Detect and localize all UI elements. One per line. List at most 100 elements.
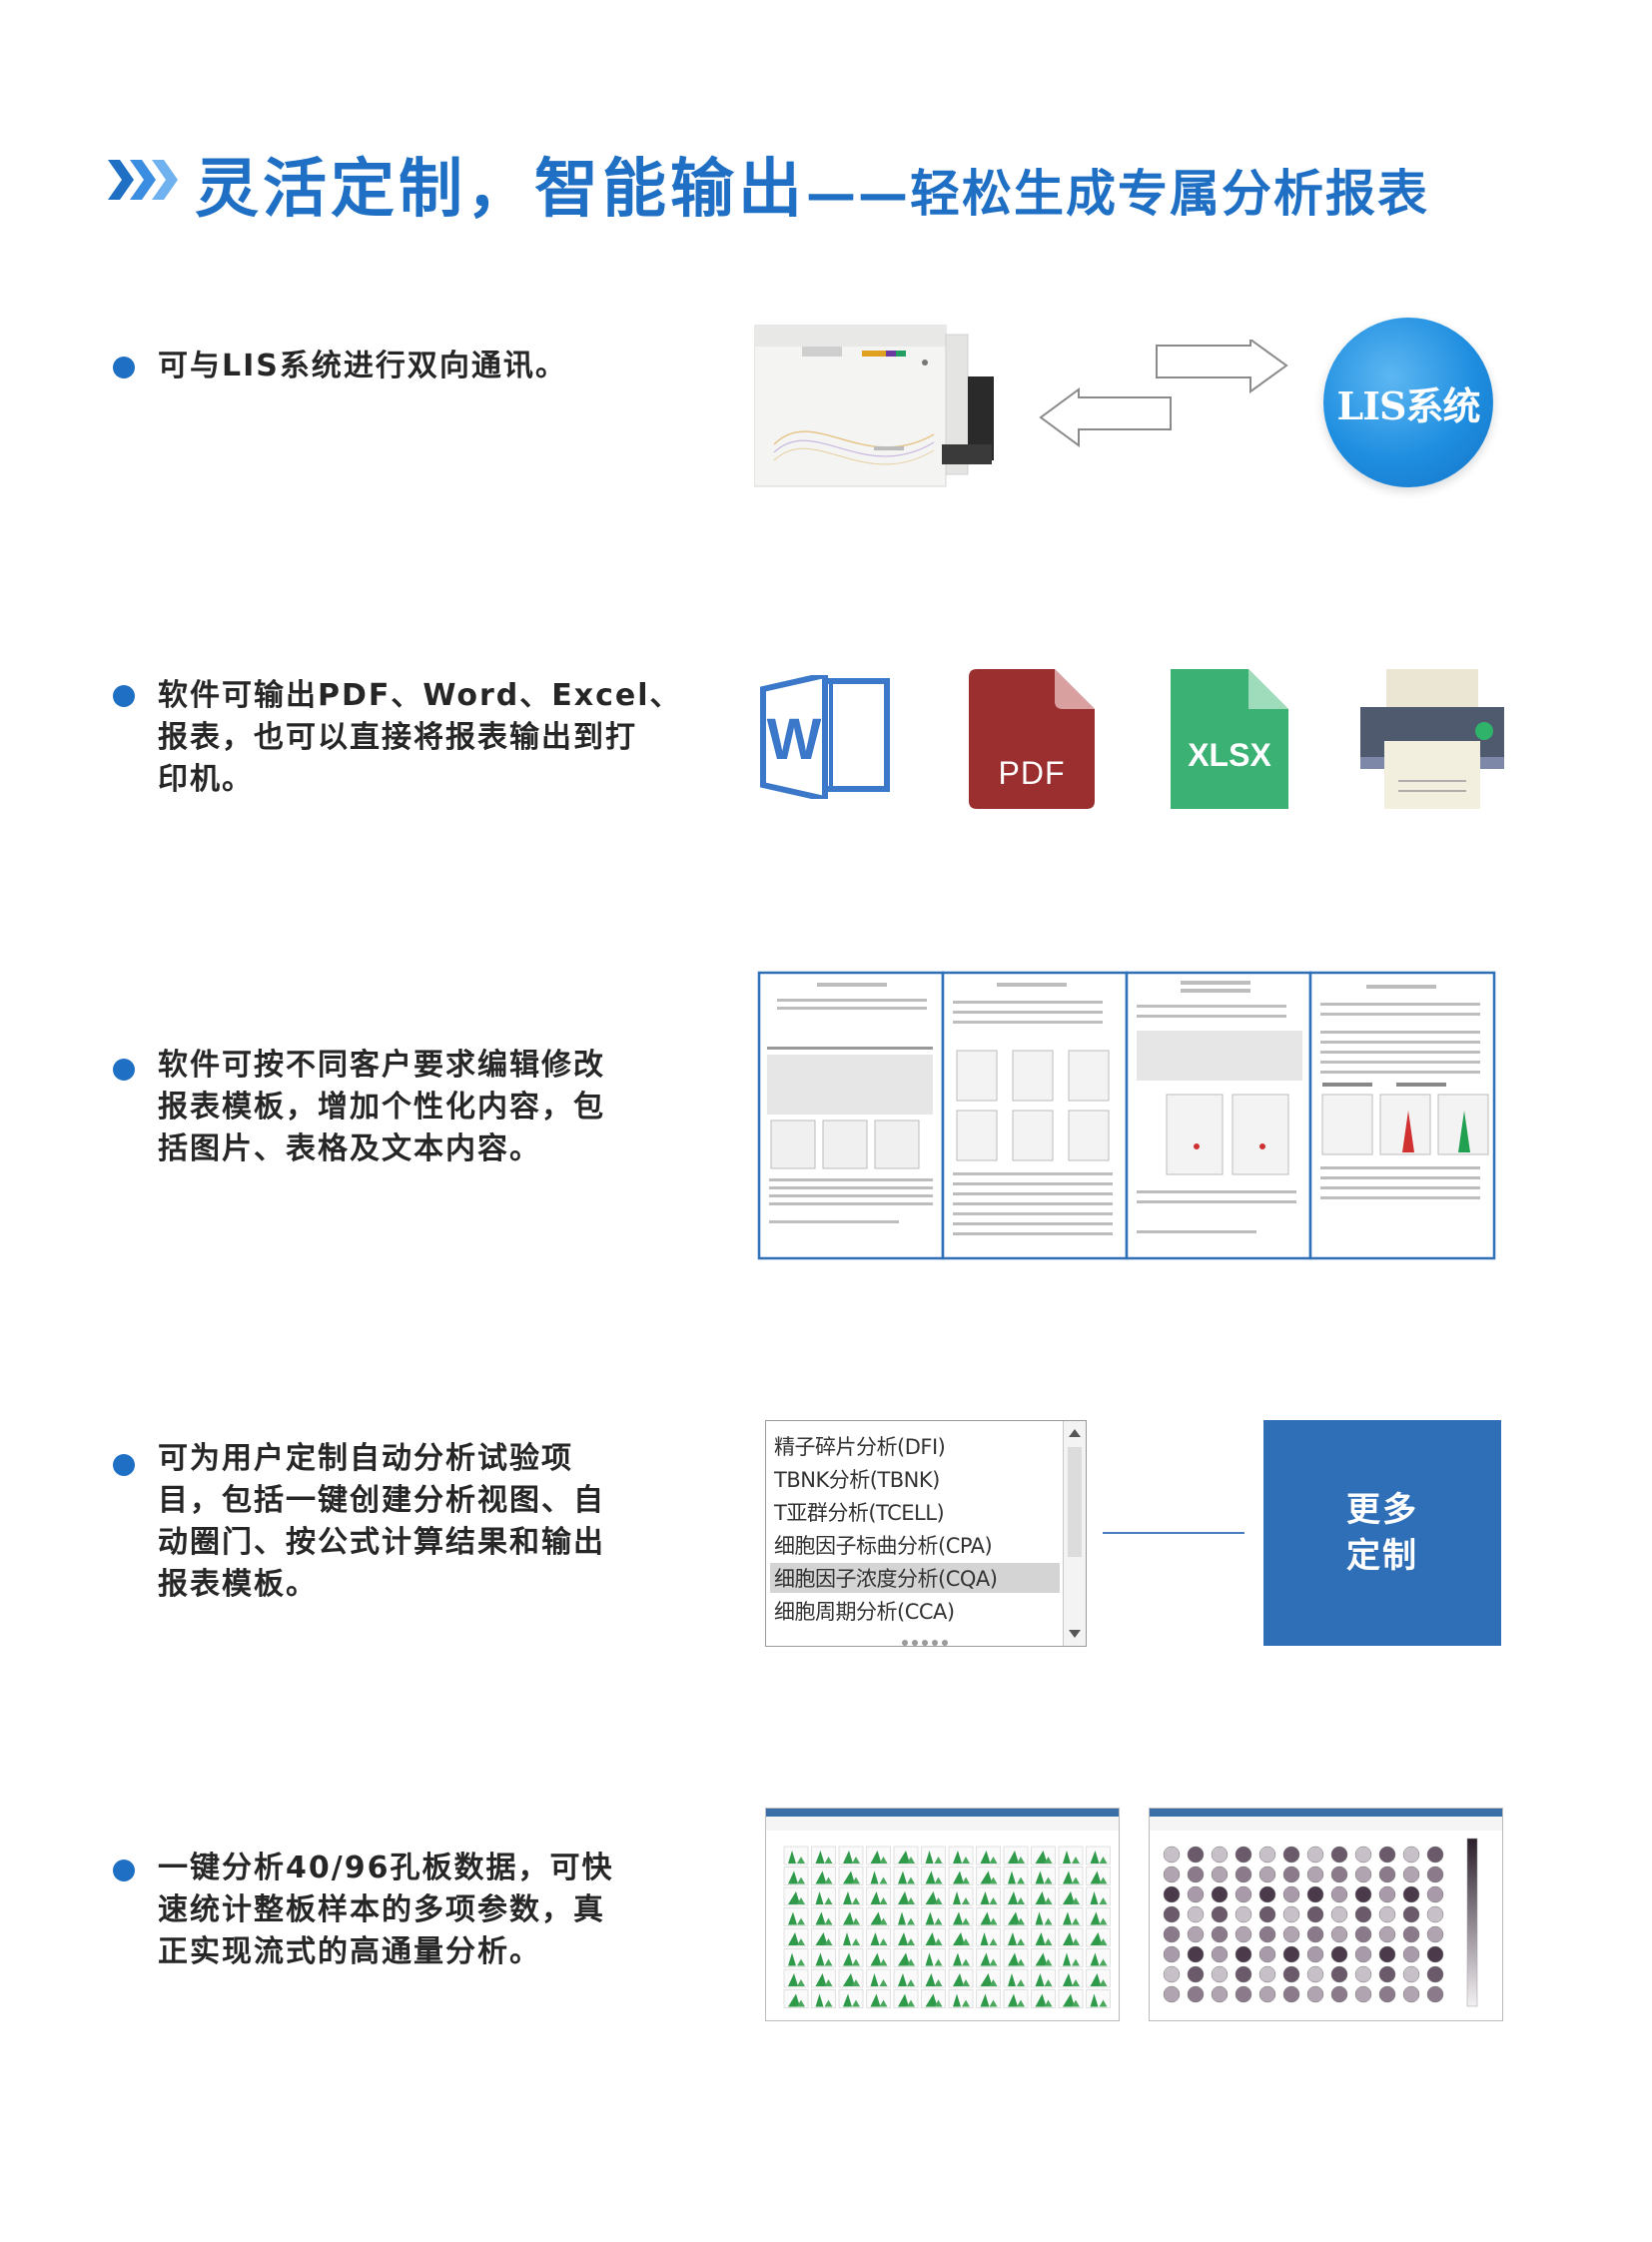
list-item-selected[interactable]: 细胞因子浓度分析(CQA) [770, 1563, 1060, 1593]
bullet-5 [113, 1860, 135, 1881]
histogram-peak [1035, 1952, 1048, 1966]
list-item[interactable]: T亚群分析(TCELL) [774, 1501, 945, 1525]
histogram-peak [980, 1993, 990, 2007]
well-circle [1235, 1905, 1252, 1923]
well-circle [1211, 1925, 1229, 1943]
list-item[interactable]: TBNK分析(TBNK) [774, 1468, 940, 1492]
well-circle [1354, 1985, 1372, 2003]
page-title-main: 灵活定制，智能输出 [195, 153, 806, 227]
histogram-peak [815, 1870, 827, 1884]
well-circle [1258, 1885, 1276, 1903]
histogram-peak [989, 1857, 998, 1864]
histogram-peak [953, 1952, 962, 1966]
well-circle [1282, 1885, 1300, 1903]
well-circle [1402, 1905, 1420, 1923]
well-circle [1330, 1905, 1348, 1923]
well-circle [1187, 1945, 1205, 1963]
chevron-right-icon [108, 160, 178, 200]
well-circle [1426, 1985, 1444, 2003]
histogram-peak [953, 1911, 963, 1925]
histogram-peak [852, 1999, 860, 2007]
histogram-peak [843, 1952, 853, 1966]
well-circle [1378, 1905, 1396, 1923]
analysis-item-list[interactable]: 精子碎片分析(DFI) TBNK分析(TBNK) T亚群分析(TCELL) 细胞… [765, 1420, 1087, 1647]
well-circle [1235, 1866, 1252, 1883]
histogram-peak [925, 1851, 934, 1864]
list-item[interactable]: 细胞周期分析(CCA) [774, 1600, 955, 1624]
well-circle [1235, 1925, 1252, 1943]
list-item[interactable]: 精子碎片分析(DFI) [774, 1435, 946, 1459]
well-circle [1378, 1985, 1396, 2003]
histogram-peak [925, 1952, 934, 1966]
histogram-peak [797, 1999, 805, 2007]
histogram-peak [1072, 1938, 1080, 1945]
well-circle [1235, 1846, 1252, 1864]
well-circle [1163, 1945, 1181, 1963]
histogram-peak [907, 1938, 915, 1945]
histogram-peak [1017, 1979, 1025, 1986]
well-circle [1282, 1945, 1300, 1963]
histogram-peak [1035, 1932, 1046, 1945]
well-circle [1354, 1925, 1372, 1943]
well-circle [1163, 1965, 1181, 1983]
scroll-up-icon[interactable] [1064, 1423, 1086, 1443]
bullet-2 [113, 685, 135, 707]
well-circle [1306, 1925, 1324, 1943]
histogram-peak [1099, 1917, 1108, 1925]
histogram-peak [879, 1999, 888, 2007]
histogram-peak [1063, 1932, 1074, 1945]
histogram-peak [824, 1917, 833, 1925]
well-circle [1163, 1985, 1181, 2003]
page-title-sub: ——轻松生成专属分析报表 [806, 165, 1429, 223]
histogram-peak [879, 1857, 888, 1864]
histogram-peak [870, 1870, 879, 1884]
bullet-1 [113, 357, 135, 378]
histogram-peak [1063, 1973, 1073, 1986]
well-circle [1187, 1846, 1205, 1864]
word-icon: W [760, 675, 890, 799]
svg-text:W: W [767, 707, 822, 772]
well-circle [1354, 1885, 1372, 1903]
histogram-peak [1044, 1857, 1053, 1864]
scroll-thumb[interactable] [1068, 1447, 1082, 1557]
histogram-peak [953, 1870, 964, 1884]
histogram-peak [953, 1993, 961, 2007]
histogram-peak [934, 1979, 943, 1986]
well-circle [1282, 1985, 1300, 2003]
histogram-plate-view [765, 1808, 1120, 2021]
histogram-peak [788, 1973, 798, 1986]
histogram-peak [1090, 1973, 1102, 1986]
flow-cytometer-image [754, 325, 994, 487]
well-circle [1402, 1885, 1420, 1903]
histogram-peak [824, 1857, 833, 1864]
histogram-peak [989, 1999, 998, 2007]
histogram-peak [1090, 1911, 1101, 1925]
well-circle [1378, 1965, 1396, 1983]
xlsx-label: XLSX [1188, 737, 1271, 773]
well-circle [1258, 1846, 1276, 1864]
histogram-peak [788, 1870, 798, 1884]
well-circle [1306, 1965, 1324, 1983]
histogram-peak [879, 1938, 888, 1945]
histogram-peak [1072, 1999, 1080, 2007]
scroll-down-icon[interactable] [1064, 1624, 1086, 1644]
histogram-peak [1044, 1917, 1053, 1925]
histogram-peak [1044, 1938, 1053, 1945]
connector-line [1103, 1532, 1244, 1534]
well-circle [1235, 1965, 1252, 1983]
histogram-peak [824, 1938, 833, 1945]
well-circle [1211, 1985, 1229, 2003]
histogram-peak [925, 1932, 937, 1945]
histogram-peak [1035, 1911, 1044, 1925]
well-circle [1187, 1925, 1205, 1943]
section-4-text: 可为用户定制自动分析试验项 目，包括一键创建分析视图、自 动圈门、按公式计算结果… [158, 1441, 605, 1602]
well-circle [1378, 1866, 1396, 1883]
histogram-peak [815, 1851, 825, 1864]
list-item[interactable]: 细胞因子标曲分析(CPA) [774, 1534, 993, 1558]
histogram-peak [925, 1973, 936, 1986]
histogram-peak [824, 1897, 833, 1904]
list-scrollbar[interactable] [1063, 1421, 1086, 1646]
histogram-peak [1099, 1999, 1108, 2007]
histogram-peak [898, 1911, 906, 1925]
well-circle [1187, 1866, 1205, 1883]
